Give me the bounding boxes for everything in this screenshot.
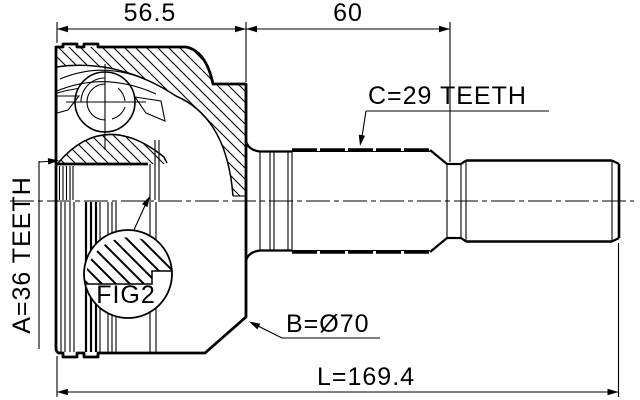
outer-spline-label: C=29 TEETH <box>368 82 527 110</box>
fig2-label: FIG2 <box>96 281 156 309</box>
shaft-end-cylinder <box>465 159 621 243</box>
inner-spline-label: A=36 TEETH <box>8 176 36 334</box>
joint-body <box>54 42 248 359</box>
inner-race <box>56 133 168 200</box>
shaft-spline-section <box>292 148 430 254</box>
ball-bearing <box>66 64 146 150</box>
dimension-body-width: 56.5 <box>56 0 247 82</box>
outer-race-hatch <box>56 47 246 196</box>
body-diameter-arrow <box>249 321 261 330</box>
dimension-total-length: L=169.4 <box>56 243 620 397</box>
inner-spline-bore <box>58 166 74 200</box>
fig2-leader-arrow <box>141 196 150 208</box>
dim-60-label: 60 <box>333 0 363 27</box>
cage <box>56 69 166 122</box>
dim-56-5-label: 56.5 <box>124 0 177 27</box>
dimension-spline-length: 60 <box>246 0 451 162</box>
body-diameter-label: B=Ø70 <box>286 310 370 338</box>
boot-grooves <box>60 202 157 352</box>
inner-spline-arrow <box>47 158 59 165</box>
label-body-diameter: B=Ø70 <box>249 310 380 339</box>
label-inner-spline: A=36 TEETH <box>8 158 59 349</box>
total-length-label: L=169.4 <box>317 363 415 391</box>
outer-spline-arrow <box>358 134 366 146</box>
shaft <box>244 140 621 262</box>
body-outline <box>54 42 248 359</box>
label-outer-spline: C=29 TEETH <box>358 82 549 146</box>
detail-balloon-fig2: FIG2 <box>83 196 173 319</box>
